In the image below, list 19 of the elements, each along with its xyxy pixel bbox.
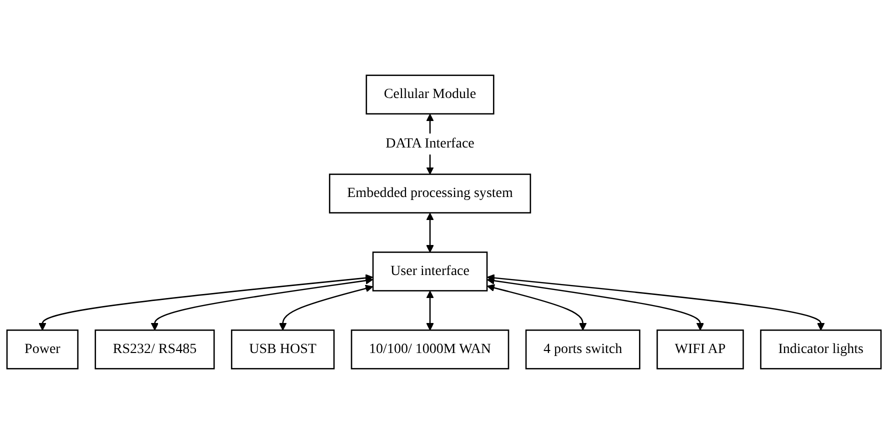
node-box: RS232/ RS485 — [94, 330, 215, 370]
arrow — [487, 274, 825, 330]
node-box: USB HOST — [230, 330, 335, 370]
node-box: 10/100/ 1000M WAN — [350, 330, 510, 370]
arrow — [487, 276, 704, 330]
arrow — [487, 284, 587, 330]
edge-label: DATA Interface — [386, 136, 474, 152]
node-box: Embedded processing system — [328, 174, 532, 214]
node-box: Indicator lights — [760, 330, 882, 370]
arrow — [278, 284, 374, 330]
arrow — [426, 212, 434, 253]
node-box: Power — [6, 330, 78, 370]
node-box: Cellular Module — [366, 74, 494, 114]
node-box: 4 ports switch — [525, 330, 640, 370]
node-box: WIFI AP — [656, 330, 744, 370]
node-box: User interface — [372, 252, 488, 292]
arrow — [38, 274, 374, 330]
arrow — [426, 290, 434, 330]
arrow — [150, 276, 374, 330]
